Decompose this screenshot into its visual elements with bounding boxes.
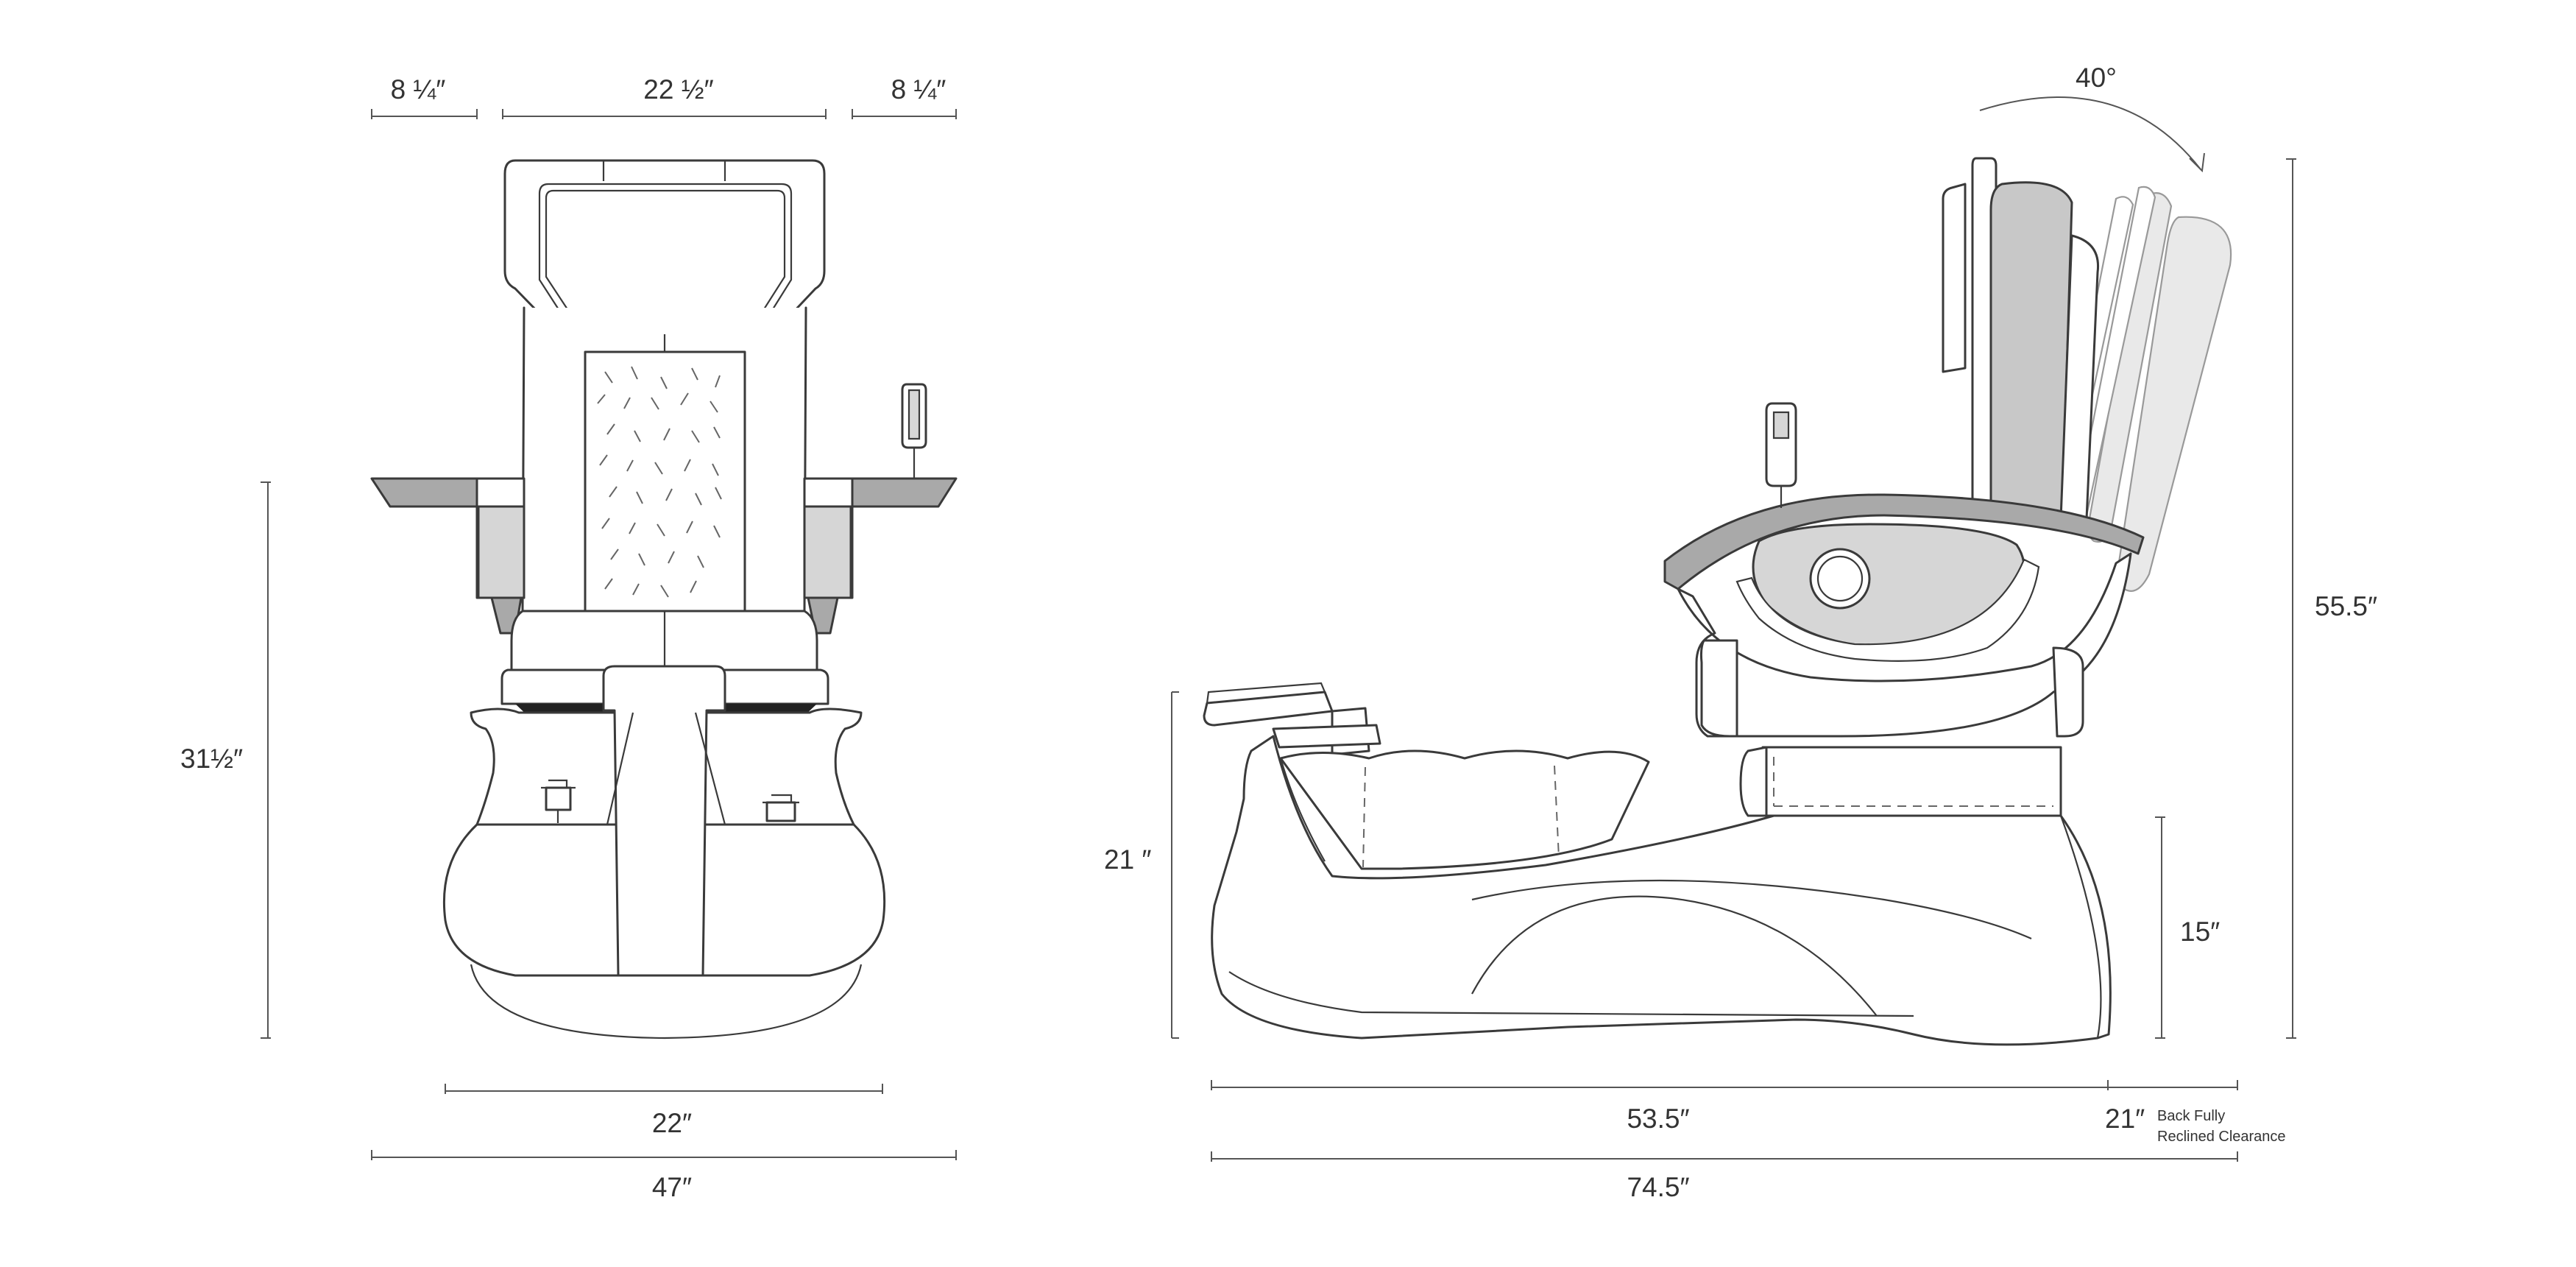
dim-length-label: 53.5″ (1627, 1104, 1689, 1134)
recline-angle-arc (1979, 96, 2201, 170)
front-top-dimension-lines (371, 109, 957, 119)
side-seat-height-dimension-line (2155, 816, 2165, 1039)
side-seat (1739, 746, 2062, 817)
side-basin-bowl (1279, 749, 1650, 870)
front-armrests (370, 477, 958, 635)
front-pedestal (602, 665, 726, 977)
front-total-dimension-line (371, 1150, 957, 1160)
dim-right-width-label: 8 ¼″ (891, 74, 946, 105)
dim-clearance-label: 21″ (2105, 1104, 2145, 1134)
front-height-dimension-line (261, 481, 271, 1039)
side-remote-control (1765, 402, 1797, 508)
dim-basin-width-label: 22″ (652, 1108, 692, 1138)
side-footrest-height-dimension-line (1171, 691, 1179, 1039)
dim-recline-angle-label: 40° (2076, 63, 2117, 93)
recline-angle-arrowhead (2189, 152, 2205, 173)
dim-seat-height-label: 15″ (2180, 917, 2220, 947)
side-armrest (1663, 493, 2145, 590)
dim-center-width-label: 22 ½″ (643, 74, 713, 105)
side-base (1211, 735, 2112, 1046)
dim-footrest-height-label: 21 ″ (1104, 844, 1152, 875)
dim-left-width-label: 8 ¼″ (391, 74, 446, 105)
side-backrest (1942, 157, 2100, 520)
side-total-length-dimension-line (1211, 1151, 2238, 1162)
dim-total-height-label: 55.5″ (2315, 591, 2377, 621)
side-view: 40° 55.5″ 15″ 21 ″ 53.5″ 21″ Back Fully … (1104, 63, 2377, 1202)
front-backrest-body (521, 306, 807, 613)
dim-height-label: 31½″ (180, 744, 243, 774)
dim-total-length-label: 74.5″ (1627, 1172, 1689, 1202)
side-total-height-dimension-line (2286, 158, 2296, 1039)
clearance-note-line2: Reclined Clearance (2157, 1129, 2286, 1145)
side-cabinet (1677, 523, 2132, 738)
front-basin-dimension-line (445, 1084, 883, 1094)
side-length-dimension-line (1211, 1080, 2238, 1090)
clearance-note-line1: Back Fully (2157, 1108, 2225, 1124)
dim-total-width-label: 47″ (652, 1172, 692, 1202)
side-footrest (1203, 682, 1381, 756)
front-remote-control (901, 383, 927, 479)
front-seat (500, 610, 829, 718)
front-view: 8 ¼″ 22 ½″ 8 ¼″ 31½″ 22″ 47″ (180, 74, 958, 1202)
side-reclined-backrest-ghost (2053, 186, 2232, 592)
